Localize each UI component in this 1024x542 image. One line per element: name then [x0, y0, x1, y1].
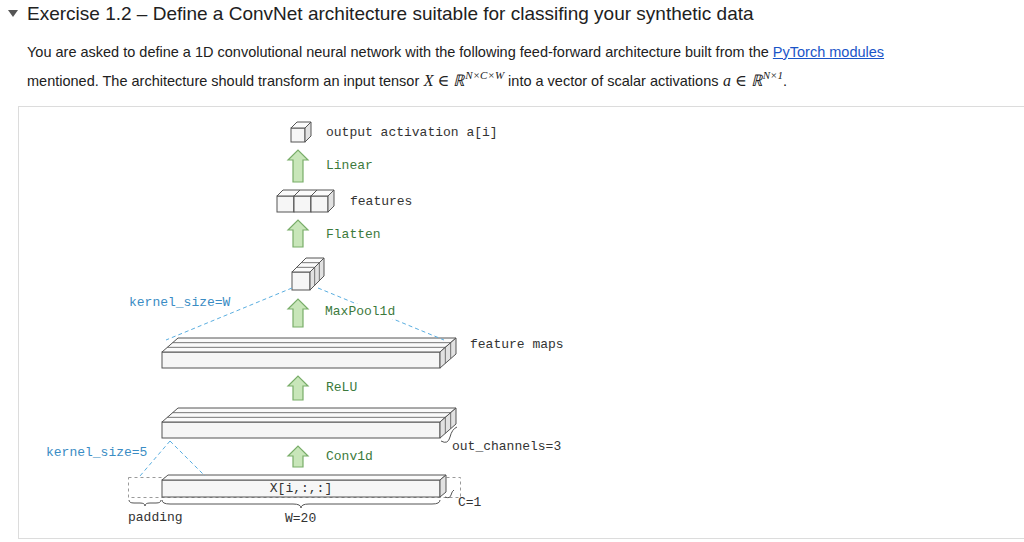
top-face — [162, 408, 456, 422]
channel-line — [314, 267, 315, 285]
front-face — [162, 352, 440, 368]
block-arrow — [288, 150, 308, 182]
operation-label: ReLU — [325, 380, 358, 395]
channel-line — [319, 263, 320, 281]
channel-line — [450, 413, 451, 429]
body-text: You are asked to define a 1D convolution… — [27, 44, 769, 60]
title: Exercise 1.2 – Define a ConvNet architec… — [27, 3, 754, 25]
kernel-guide — [318, 288, 444, 340]
top-face — [162, 338, 456, 352]
description: You are asked to define a 1D convolution… — [27, 41, 1017, 93]
channel-line — [173, 412, 451, 413]
block-arrow — [288, 299, 308, 327]
block-arrow — [288, 446, 308, 467]
padding-label: padding — [128, 510, 183, 525]
features-node: features — [277, 190, 334, 212]
dimension-label: C=1 — [458, 495, 481, 510]
conv-output-node: out_channels=3 — [162, 408, 456, 438]
width-brace — [162, 500, 440, 508]
kernel-label: kernel_size=W — [128, 295, 231, 310]
math-exponent: N×1 — [763, 69, 783, 81]
node-label: features — [350, 194, 412, 209]
input-node: X[i,:,:] — [162, 475, 446, 497]
front-face — [294, 196, 311, 212]
channel-line — [167, 417, 445, 418]
kernel-guide — [170, 441, 205, 476]
feature-map-block — [162, 338, 456, 368]
channel-line — [450, 343, 451, 359]
math-symbol: a ∈ ℝ — [723, 72, 762, 89]
operation-label: MaxPool1d — [324, 304, 396, 319]
block-arrow — [288, 376, 308, 400]
feature-cube — [311, 190, 334, 212]
channel-line — [445, 417, 446, 433]
c-brace — [445, 490, 454, 498]
operation-label: Linear — [325, 158, 374, 173]
body-text: into a vector of scalar activations — [508, 73, 718, 89]
pooled-stack — [292, 258, 324, 290]
math-exponent: N×C×W — [465, 69, 504, 81]
front-face — [162, 422, 440, 438]
operation-label: Conv1d — [325, 449, 374, 464]
node-label: feature maps — [470, 337, 564, 352]
side-face — [305, 122, 311, 142]
channel-line — [173, 342, 451, 343]
channel-line — [167, 347, 445, 348]
side-face — [440, 475, 446, 497]
front-face — [277, 196, 294, 212]
module-link: PyTorch modules — [773, 44, 884, 60]
front-face — [311, 196, 328, 212]
node-label: X[i,:,:] — [162, 480, 440, 497]
feature-maps-node: feature maps — [162, 338, 456, 368]
operation-label: Flatten — [325, 227, 382, 242]
input-block — [162, 475, 446, 497]
channel-line — [445, 347, 446, 363]
cell-frame — [19, 107, 1024, 539]
body-text: . — [783, 73, 787, 89]
math-symbol: X ∈ ℝ — [424, 72, 465, 89]
front-face — [291, 128, 305, 142]
output-cube — [291, 122, 311, 142]
node-label: out_channels=3 — [452, 439, 561, 454]
output-node: output activation a[i] — [291, 122, 311, 142]
channel-line — [301, 262, 319, 263]
block-arrow — [288, 220, 308, 247]
node-label: output activation a[i] — [326, 125, 498, 140]
conv-output-block — [162, 408, 456, 438]
side-face — [328, 190, 334, 212]
dimension-label: W=20 — [285, 511, 316, 526]
front-face — [292, 272, 310, 290]
channel-line — [297, 267, 315, 268]
body-text: mentioned. The architecture should trans… — [27, 73, 419, 89]
collapse-triangle — [8, 10, 18, 17]
kernel-label: kernel_size=5 — [45, 445, 148, 460]
front-face — [162, 480, 440, 497]
padding-brace — [129, 500, 161, 506]
